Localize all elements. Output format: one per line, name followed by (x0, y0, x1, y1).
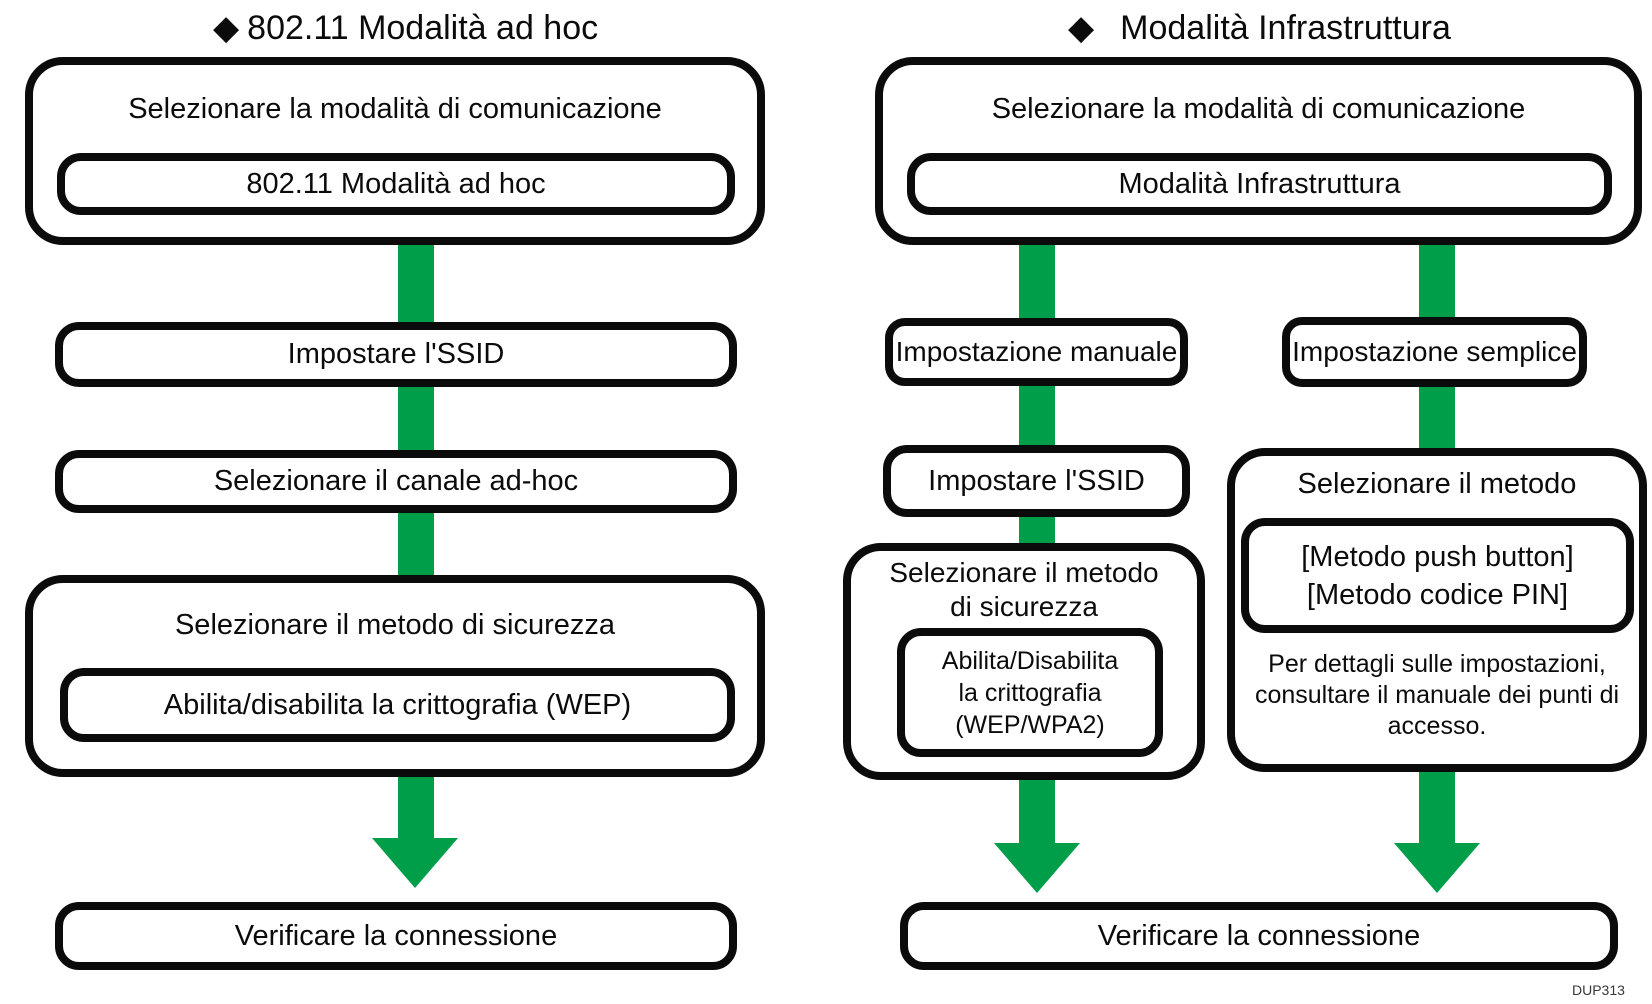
note-line3: accesso. (1387, 711, 1487, 740)
flow-connector (1019, 386, 1055, 445)
down-arrow-shaft (1419, 772, 1455, 843)
infra-mode-value-box: Modalità Infrastruttura (907, 153, 1612, 215)
push-button-method-label: [Metodo push button] (1301, 540, 1574, 573)
manual-security-method-label: Selezionare il metodo di sicurezza (853, 556, 1195, 624)
adhoc-select-mode-label: Selezionare la modalità di comunicazione (128, 92, 662, 125)
infra-mode-value: Modalità Infrastruttura (1118, 167, 1401, 200)
adhoc-encryption-wep-box: Abilita/disabilita la crittografia (WEP) (60, 668, 735, 742)
note-line1: Per dettagli sulle impostazioni, (1268, 649, 1606, 678)
manual-security-label-line1: Selezionare il metodo (889, 557, 1159, 588)
manual-encryption-line2: la crittografia (958, 678, 1102, 707)
manual-encryption-box: Abilita/Disabilita la crittografia (WEP/… (897, 628, 1163, 757)
flow-connector (1019, 517, 1055, 543)
infra-verify-connection-box: Verificare la connessione (900, 902, 1618, 970)
adhoc-flow-title: ◆802.11 Modalità ad hoc (213, 6, 598, 50)
diamond-bullet-icon: ◆ (213, 9, 240, 47)
simple-setup-branch-label: Impostazione semplice (1292, 336, 1577, 367)
adhoc-select-channel-box: Selezionare il canale ad-hoc (55, 450, 737, 513)
simple-select-method-label: Selezionare il metodo (1297, 467, 1577, 500)
manual-security-label-line2: di sicurezza (950, 591, 1098, 622)
flow-connector (398, 513, 434, 575)
adhoc-select-channel-label: Selezionare il canale ad-hoc (213, 465, 579, 497)
diamond-bullet-icon: ◆ (1068, 9, 1095, 47)
manual-set-ssid-box: Impostare l'SSID (883, 445, 1190, 517)
infra-flow-title: ◆ Modalità Infrastruttura (1068, 6, 1451, 50)
flow-connector (1019, 245, 1055, 318)
down-arrow-icon (994, 843, 1080, 893)
down-arrow-shaft (1019, 780, 1055, 843)
manual-setup-branch-label: Impostazione manuale (895, 336, 1178, 367)
note-line2: consultare il manuale dei punti di (1254, 680, 1620, 709)
flow-connector (1419, 387, 1455, 448)
infra-title-text: Modalità Infrastruttura (1120, 8, 1451, 47)
infra-select-mode-label: Selezionare la modalità di comunicazione (991, 92, 1526, 125)
adhoc-mode-value: 802.11 Modalità ad hoc (246, 167, 546, 200)
manual-set-ssid-label: Impostare l'SSID (928, 464, 1145, 497)
adhoc-verify-connection-box: Verificare la connessione (55, 902, 737, 970)
manual-setup-branch-box: Impostazione manuale (885, 318, 1188, 386)
pin-code-method-label: [Metodo codice PIN] (1306, 578, 1569, 611)
infra-verify-connection-label: Verificare la connessione (1097, 919, 1421, 952)
adhoc-set-ssid-label: Impostare l'SSID (287, 338, 505, 370)
down-arrow-shaft (398, 777, 434, 838)
adhoc-security-method-label: Selezionare il metodo di sicurezza (174, 608, 616, 641)
figure-code: DUP313 (1572, 982, 1625, 998)
down-arrow-icon (372, 838, 458, 888)
simple-method-note: Per dettagli sulle impostazioni, consult… (1235, 645, 1639, 745)
adhoc-set-ssid-box: Impostare l'SSID (55, 322, 737, 387)
flow-connector (1419, 245, 1455, 317)
adhoc-title-text: 802.11 Modalità ad hoc (247, 8, 599, 47)
adhoc-mode-value-box: 802.11 Modalità ad hoc (57, 153, 735, 215)
down-arrow-icon (1394, 843, 1480, 893)
infra-select-mode-box (875, 57, 1642, 245)
manual-encryption-line1: Abilita/Disabilita (941, 646, 1119, 675)
flow-connector (398, 387, 434, 450)
manual-encryption-line3: (WEP/WPA2) (955, 710, 1105, 739)
adhoc-encryption-wep-label: Abilita/disabilita la crittografia (WEP) (163, 688, 632, 721)
simple-method-options-box: [Metodo push button] [Metodo codice PIN] (1241, 518, 1634, 633)
adhoc-verify-connection-label: Verificare la connessione (234, 919, 558, 952)
simple-setup-branch-box: Impostazione semplice (1282, 317, 1587, 387)
flow-connector (398, 245, 434, 322)
adhoc-select-mode-box (25, 57, 765, 245)
